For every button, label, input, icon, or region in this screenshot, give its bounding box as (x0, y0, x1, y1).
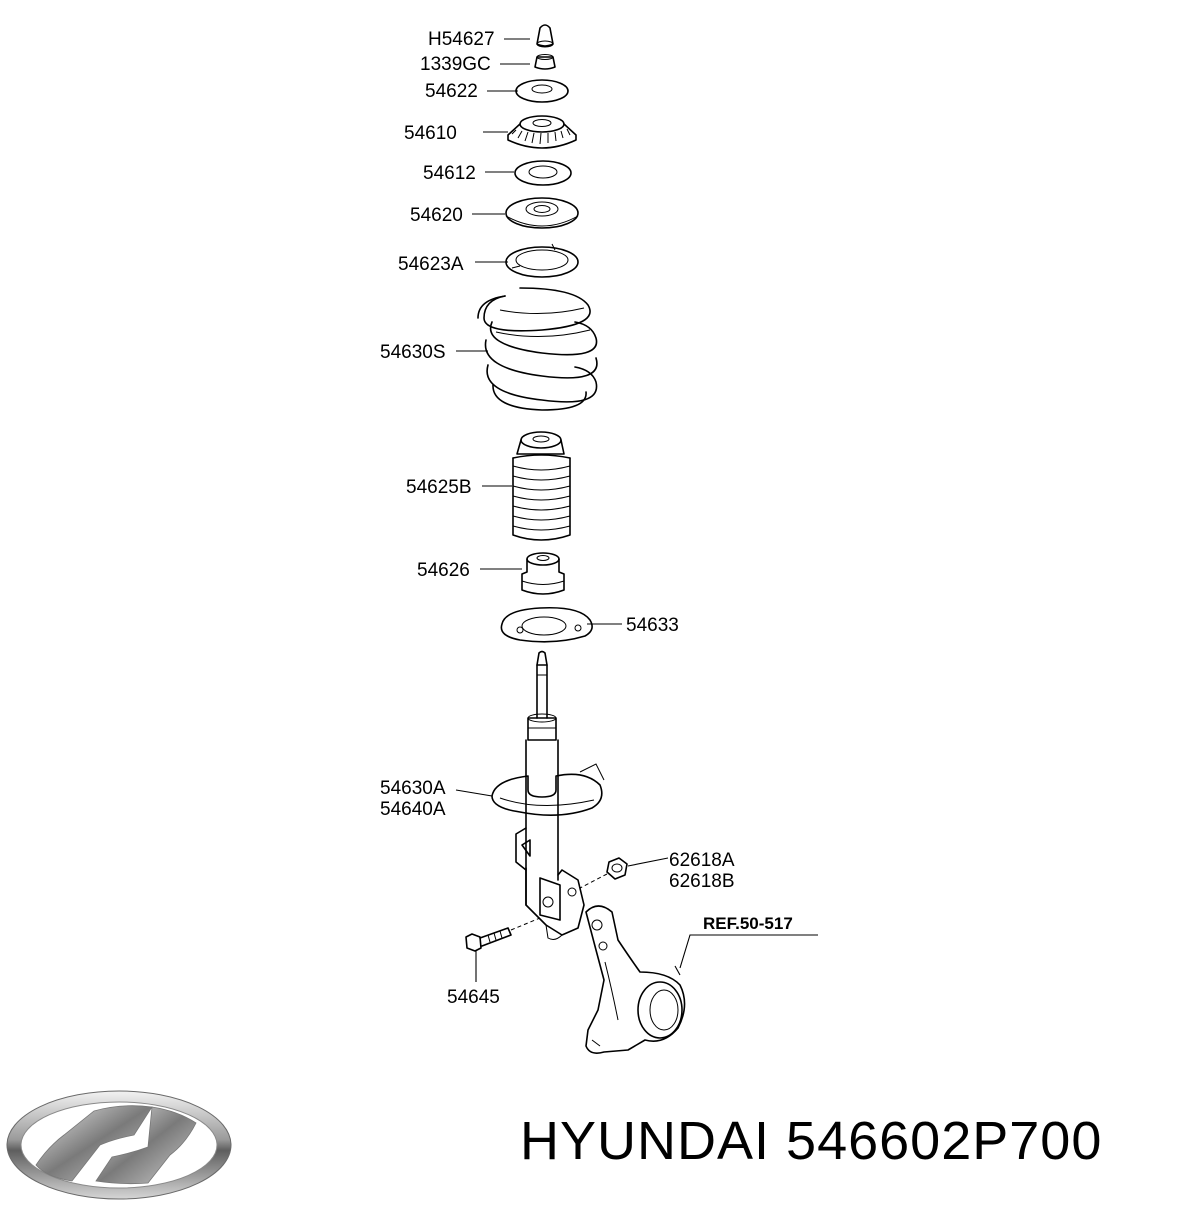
callout-54626: 54626 (417, 560, 470, 581)
spring-pad-part (505, 243, 579, 278)
steering-knuckle-part (585, 905, 686, 1054)
hyundai-logo-icon (6, 1090, 232, 1200)
dust-boot-part (512, 431, 571, 541)
part-number: 546602P700 (786, 1111, 1103, 1171)
washer-part (515, 79, 569, 103)
strut-assembly-diagram: H54627 1339GC 54622 54610 54612 54620 54… (380, 24, 818, 1054)
bearing-part (514, 160, 572, 186)
callout-62618b: 62618B (669, 871, 735, 892)
bump-stop-part (521, 552, 565, 595)
callout-54622: 54622 (425, 81, 478, 102)
leader-lines (455, 38, 818, 982)
callout-h54627: H54627 (428, 29, 495, 50)
brand-name: HYUNDAI (520, 1111, 771, 1171)
callout-54620: 54620 (410, 205, 463, 226)
footer-title: HYUNDAI 546602P700 (520, 1110, 1102, 1172)
callout-54645: 54645 (447, 987, 500, 1008)
callout-54630a: 54630A (380, 778, 446, 799)
callout-54630s: 54630S (380, 342, 446, 363)
lock-nut-part (579, 857, 628, 889)
strut-mount-part (507, 115, 577, 149)
callout-54610: 54610 (404, 123, 457, 144)
reference-label: REF.50-517 (703, 914, 793, 933)
bolt-part (465, 917, 541, 952)
strut-body-part (491, 650, 605, 940)
callout-54625b: 54625B (406, 477, 472, 498)
upper-spring-seat-part (505, 197, 579, 229)
callout-54640a: 54640A (380, 799, 446, 820)
dust-cap-part (536, 24, 554, 48)
callout-62618a: 62618A (669, 850, 735, 871)
lower-spring-pad-part (500, 606, 593, 643)
callout-54633: 54633 (626, 615, 679, 636)
coil-spring-part (477, 287, 598, 411)
callout-1339gc: 1339GC (420, 54, 491, 75)
callout-54612: 54612 (423, 163, 476, 184)
nut-part (534, 54, 556, 70)
callout-54623a: 54623A (398, 254, 464, 275)
